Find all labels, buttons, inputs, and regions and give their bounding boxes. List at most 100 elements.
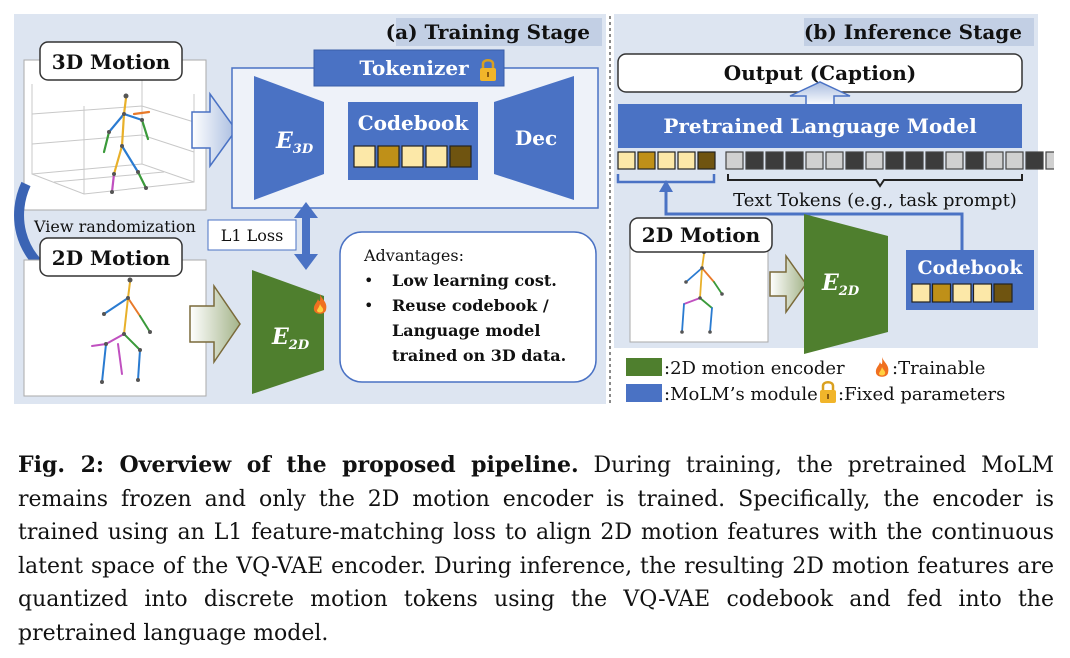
token-square — [965, 151, 984, 170]
pretrained-language-model: Pretrained Language Model — [618, 104, 1022, 148]
text-tokens-label: Text Tokens (e.g., task prompt) — [733, 190, 1017, 211]
codebook-inference-label: Codebook — [918, 257, 1024, 279]
encoder-2d-training: E2D — [252, 270, 327, 394]
caption-text: During training, the pretrained MoLM rem… — [18, 453, 1054, 646]
fire-icon — [313, 294, 327, 314]
token-square — [677, 151, 696, 170]
token-square — [925, 151, 944, 170]
motion2d-label-box-inference: 2D Motion — [629, 217, 773, 253]
token-square — [931, 283, 952, 303]
inference-motion-tokens — [617, 151, 716, 170]
legend-lock-icon — [820, 381, 836, 403]
inference-stage-title: (b) Inference Stage — [804, 20, 1022, 44]
token-square — [401, 145, 424, 168]
token-square — [911, 283, 931, 303]
motion2d-box-training — [23, 259, 207, 397]
arrow-2d-to-encoder — [189, 283, 241, 365]
token-square — [825, 151, 844, 170]
l1-loss-label: L1 Loss — [221, 226, 284, 245]
legend-module-swatch — [626, 384, 662, 402]
token-square — [1005, 151, 1024, 170]
skeleton-2d-training — [91, 277, 152, 384]
token-square — [425, 145, 448, 168]
token-square — [805, 151, 824, 170]
legend-encoder-text: :2D motion encoder — [664, 358, 845, 379]
token-square — [993, 283, 1013, 303]
advantages-box: Advantages: • Low learning cost. • Reuse… — [339, 231, 597, 383]
token-square — [765, 151, 784, 170]
token-square — [745, 151, 764, 170]
token-square — [449, 145, 472, 168]
encoder-2d-inference: E2D — [804, 214, 888, 354]
tokenizer-label: Tokenizer — [359, 56, 469, 80]
legend-fire-icon — [875, 357, 889, 377]
legend-fixed-text: :Fixed parameters — [838, 384, 1005, 405]
token-square — [905, 151, 924, 170]
motion2d-label-box-training: 2D Motion — [39, 237, 183, 277]
encoder-2d-training-sub: 2D — [288, 338, 310, 353]
view-randomization-label: View randomization — [33, 217, 196, 236]
figure-caption: Fig. 2: Overview of the proposed pipelin… — [18, 449, 1054, 650]
advantages-item-1: Low learning cost. — [392, 271, 557, 290]
codebook-training: Codebook — [348, 102, 478, 180]
codebook-inference-tokens — [911, 283, 1013, 303]
svg-text:E2D: E2D — [271, 324, 310, 353]
caption-label: Fig. 2: Overview of the proposed pipelin… — [18, 452, 579, 478]
svg-text:E2D: E2D — [821, 270, 860, 299]
encoder-2d-inference-sub: 2D — [838, 284, 860, 299]
skeleton-2d-inference — [680, 250, 724, 334]
codebook-to-tokens-connector — [664, 188, 964, 250]
token-square — [697, 151, 716, 170]
plm-label: Pretrained Language Model — [663, 114, 977, 138]
legend-encoder-swatch — [626, 358, 662, 376]
inference-text-tokens — [725, 151, 1054, 170]
skeleton-3d — [102, 93, 151, 194]
token-square — [353, 145, 376, 168]
advantages-title: Advantages: — [363, 246, 464, 265]
legend-trainable-text: :Trainable — [892, 358, 985, 379]
decoder-label: Dec — [515, 126, 557, 150]
codebook-inference: Codebook — [906, 250, 1034, 310]
token-square — [972, 283, 993, 303]
advantages-item-3: Language model — [392, 321, 540, 340]
text-token-brace — [727, 174, 1023, 188]
output-caption-box: Output (Caption) — [617, 53, 1023, 93]
training-stage-title: (a) Training Stage — [386, 20, 590, 44]
token-square — [945, 151, 964, 170]
token-square — [845, 151, 864, 170]
motion2d-box-inference — [629, 241, 769, 343]
token-square — [785, 151, 804, 170]
svg-text:•: • — [364, 271, 373, 290]
motion3d-label-box: 3D Motion — [39, 41, 183, 81]
codebook-training-label: Codebook — [358, 111, 470, 135]
token-square — [1025, 151, 1044, 170]
svg-text:E3D: E3D — [275, 128, 314, 157]
motion3d-box — [23, 59, 207, 211]
motion2d-label-training: 2D Motion — [52, 246, 171, 270]
token-square — [617, 151, 636, 170]
token-square — [377, 145, 400, 168]
arrow-3d-to-encoder — [191, 91, 237, 169]
token-square — [952, 283, 972, 303]
encoder-3d-sub: 3D — [293, 142, 314, 157]
motion2d-label-inference: 2D Motion — [642, 223, 761, 247]
token-square — [885, 151, 904, 170]
decoder: Dec — [494, 76, 574, 200]
token-square — [865, 151, 884, 170]
legend-module-text: :MoLM’s module — [664, 384, 818, 405]
codebook-training-tokens — [353, 145, 472, 168]
encoder-2d-training-label: E — [271, 324, 290, 350]
svg-text:•: • — [364, 296, 373, 315]
arrow-2d-to-encoder-inference — [769, 253, 807, 315]
token-square — [1045, 151, 1054, 170]
l1-loss: L1 Loss — [207, 202, 318, 270]
lock-icon — [480, 59, 496, 81]
pipeline-figure: (a) Training Stage — [14, 14, 1054, 406]
motion3d-label: 3D Motion — [52, 50, 171, 74]
legend: :2D motion encoder :Trainable :MoLM’s mo… — [626, 357, 1005, 405]
encoder-2d-inference-label: E — [821, 270, 840, 296]
output-caption-label: Output (Caption) — [724, 61, 916, 85]
token-square — [637, 151, 656, 170]
token-square — [725, 151, 744, 170]
encoder-3d-label: E — [275, 128, 294, 154]
